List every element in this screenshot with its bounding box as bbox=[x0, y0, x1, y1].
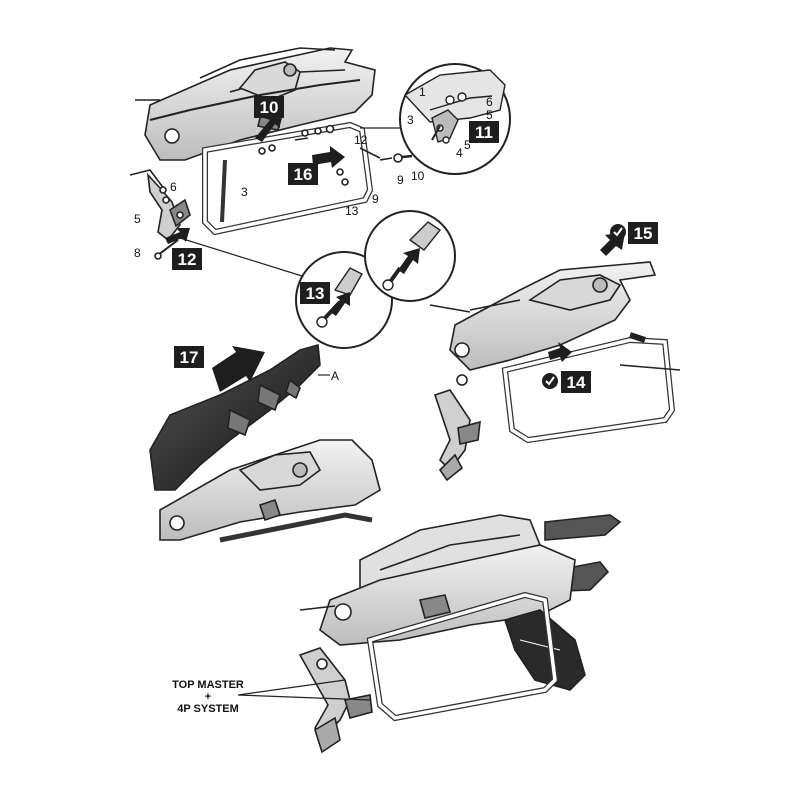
step-box-12 bbox=[172, 248, 202, 270]
step-box-17 bbox=[174, 346, 204, 368]
inset-step-11: 11 1 6 5 3 5 4 bbox=[399, 63, 511, 175]
step-number-12: 12 bbox=[178, 250, 197, 269]
step-number-16: 16 bbox=[294, 165, 313, 184]
panel-bottom-labels: TOP MASTER + 4P SYSTEM bbox=[172, 679, 371, 715]
callout-a: A bbox=[331, 369, 339, 383]
step-number-13: 13 bbox=[306, 284, 325, 303]
step-number-15: 15 bbox=[634, 224, 653, 243]
caption-line-3: 4P SYSTEM bbox=[177, 703, 239, 715]
callout-10: 10 bbox=[411, 169, 425, 183]
panel-right-labels: 15 14 bbox=[542, 222, 658, 393]
step-number-10: 10 bbox=[260, 98, 279, 117]
callout-3b: 3 bbox=[407, 113, 414, 127]
step-box-11 bbox=[469, 121, 499, 143]
callout-6a: 6 bbox=[170, 180, 177, 194]
callout-4: 4 bbox=[456, 146, 463, 160]
step-number-11: 11 bbox=[475, 123, 493, 142]
panel-seat bbox=[149, 343, 381, 543]
panel-bottom bbox=[298, 514, 622, 754]
step-box-16 bbox=[288, 163, 318, 185]
step-number-14: 14 bbox=[567, 373, 586, 392]
callout-9a: 9 bbox=[372, 192, 379, 206]
callout-6b: 6 bbox=[486, 95, 493, 109]
caption-line-2: + bbox=[205, 691, 211, 703]
callout-9b: 9 bbox=[397, 173, 404, 187]
panel-top-left-labels: 10 16 12 12 6 3 5 8 13 9 9 10 bbox=[134, 96, 425, 270]
step-box-15 bbox=[628, 222, 658, 244]
callout-3a: 3 bbox=[241, 185, 248, 199]
callout-8: 8 bbox=[134, 246, 141, 260]
callout-5a: 5 bbox=[134, 212, 141, 226]
callout-5b: 5 bbox=[486, 108, 493, 122]
inset-step-13: 13 bbox=[295, 210, 456, 349]
step-box-10 bbox=[254, 96, 284, 118]
callout-13: 13 bbox=[345, 204, 359, 218]
callout-1: 1 bbox=[419, 85, 426, 99]
caption-line-1: TOP MASTER bbox=[172, 679, 244, 691]
panel-seat-labels: 17 A bbox=[174, 346, 339, 383]
callout-5c: 5 bbox=[464, 138, 471, 152]
callout-12: 12 bbox=[354, 133, 368, 147]
caption-leader-lines bbox=[237, 679, 371, 701]
step-number-17: 17 bbox=[180, 348, 199, 367]
step-box-13 bbox=[300, 282, 330, 304]
panel-right bbox=[429, 232, 681, 482]
step-box-14 bbox=[561, 371, 591, 393]
